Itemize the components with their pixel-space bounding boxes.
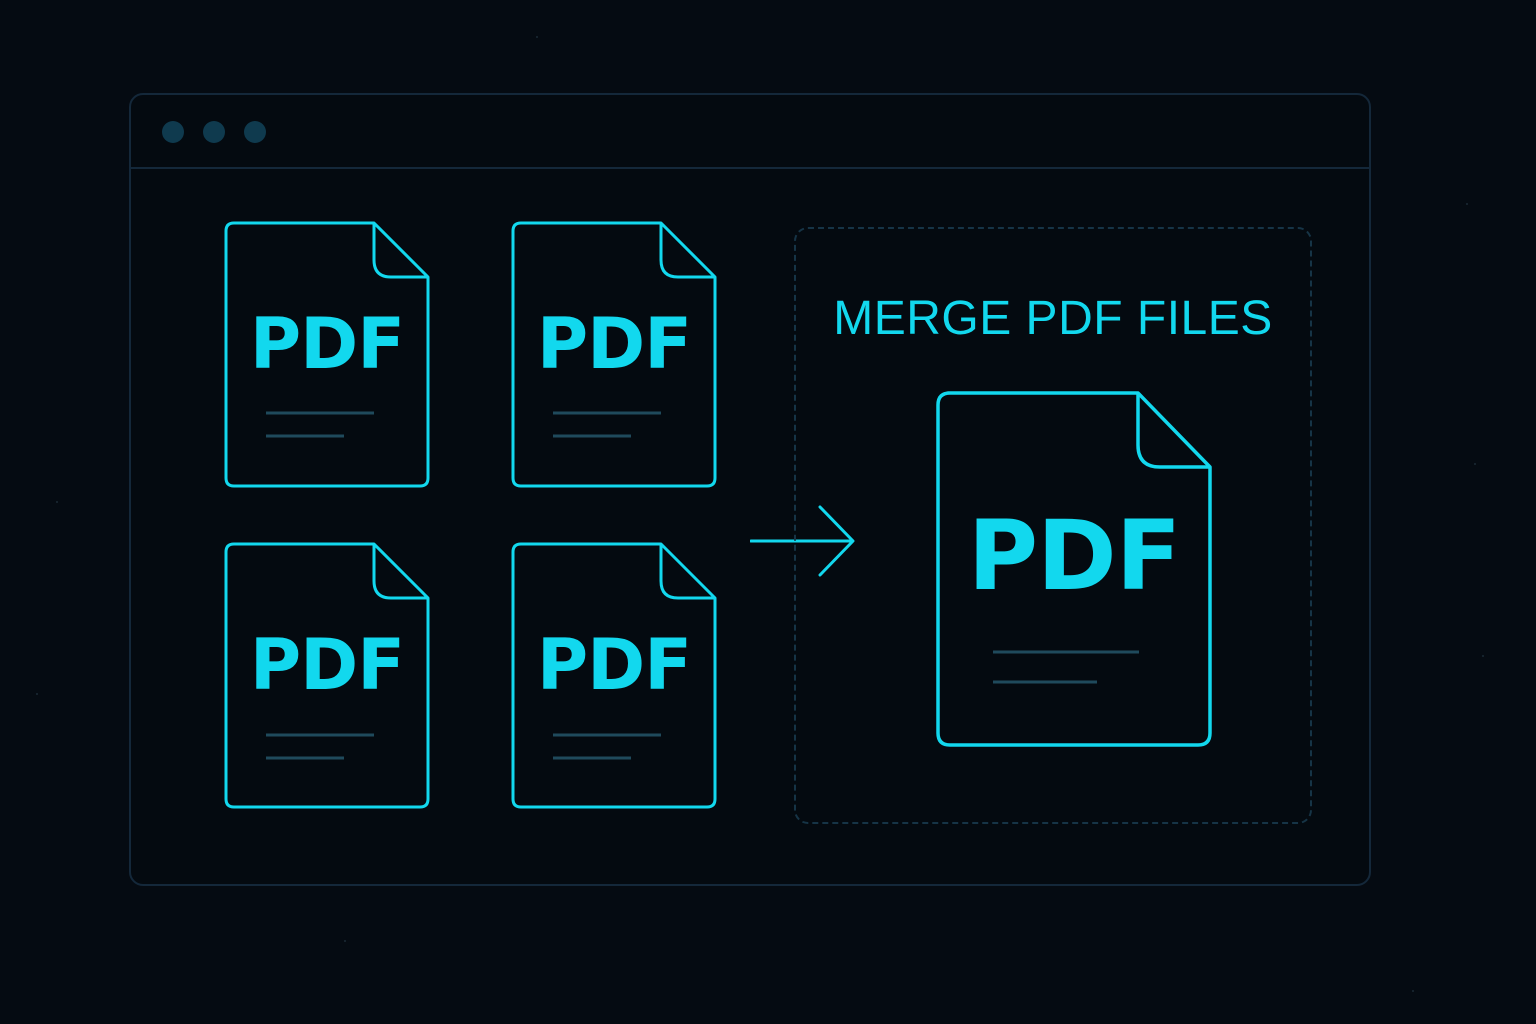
window-title-bar xyxy=(131,95,1369,169)
background-speck xyxy=(1412,990,1414,992)
pdf-document-icon xyxy=(511,542,717,809)
window-close-dot[interactable] xyxy=(162,121,184,143)
pdf-label: PDF xyxy=(967,500,1182,612)
source-pdf-file-2[interactable]: PDF xyxy=(511,221,717,488)
background-speck xyxy=(36,693,38,695)
pdf-document-icon xyxy=(224,221,430,488)
background-speck xyxy=(344,940,346,942)
background-speck xyxy=(536,36,538,38)
merge-drop-zone[interactable]: MERGE PDF FILES xyxy=(794,227,1312,824)
background-speck xyxy=(1482,655,1484,657)
background-speck xyxy=(56,501,58,503)
source-pdf-file-3[interactable]: PDF xyxy=(224,542,430,809)
pdf-label: PDF xyxy=(536,303,692,385)
window-maximize-dot[interactable] xyxy=(244,121,266,143)
pdf-document-icon xyxy=(511,221,717,488)
source-pdf-file-1[interactable]: PDF xyxy=(224,221,430,488)
pdf-label: PDF xyxy=(249,624,405,706)
app-window xyxy=(129,93,1371,886)
source-pdf-file-4[interactable]: PDF xyxy=(511,542,717,809)
merged-pdf-file[interactable]: PDF xyxy=(936,391,1212,747)
pdf-document-icon xyxy=(224,542,430,809)
background-speck xyxy=(1466,203,1468,205)
merge-title: MERGE PDF FILES xyxy=(833,292,1273,345)
window-minimize-dot[interactable] xyxy=(203,121,225,143)
pdf-label: PDF xyxy=(249,303,405,385)
background-speck xyxy=(1474,463,1476,465)
arrow-right-icon xyxy=(750,505,855,577)
pdf-label: PDF xyxy=(536,624,692,706)
pdf-document-icon xyxy=(936,391,1212,747)
